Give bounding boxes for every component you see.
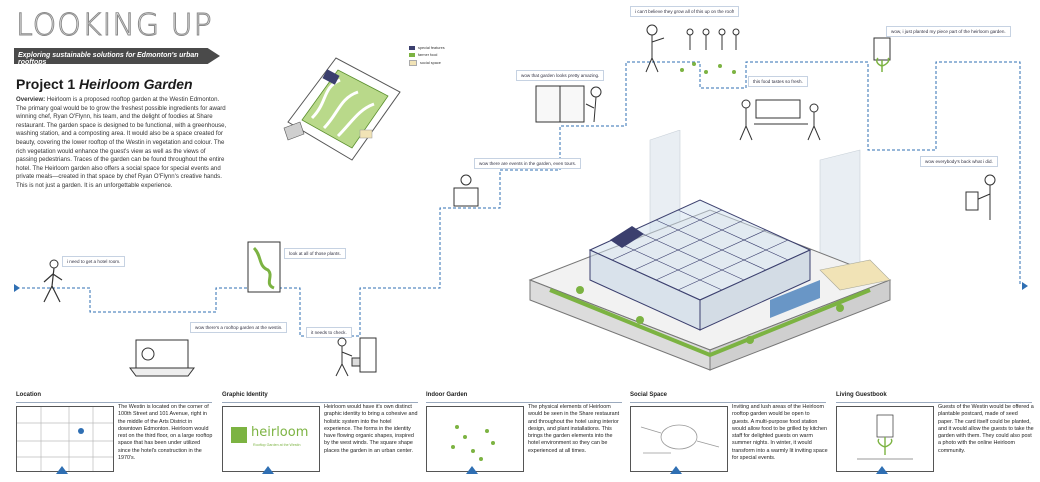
heirloom-logo-tagline: Rooftop Garden at the Westin xyxy=(253,443,301,447)
journey-bubble-9: wow, i just planted my piece part of the… xyxy=(886,26,1011,37)
planting-card-illustration xyxy=(873,37,891,72)
guestbook-marker-icon xyxy=(876,466,888,474)
section-text-indoor-garden: The physical elements of Heirloom would … xyxy=(528,404,620,454)
legend-swatch xyxy=(409,53,415,57)
project-label: Project 1 xyxy=(16,76,76,92)
indoor-garden-panel xyxy=(426,406,524,472)
rooftop-axonometric-illustration xyxy=(528,130,892,371)
journey-bubble-10: wow everybody's back what i did. xyxy=(920,156,998,167)
project-name: Heirloom Garden xyxy=(79,76,193,92)
journey-bubble-8: this food tastes so fresh. xyxy=(748,76,808,87)
overview-text: Heirloom is a proposed rooftop garden at… xyxy=(16,96,227,189)
brochure-reader-illustration xyxy=(453,174,479,207)
dining-table-illustration xyxy=(739,99,821,141)
hanging-plants-drawing xyxy=(451,425,495,461)
overview-paragraph: Overview: Heirloom is a proposed rooftop… xyxy=(16,96,228,191)
section-text-location: The Westin is located on the corner of 1… xyxy=(118,404,213,462)
legend-item: special features xyxy=(409,46,445,50)
greenhouse-window-illustration xyxy=(535,85,602,123)
journey-end-arrow-icon xyxy=(1022,282,1028,290)
journey-bubble-7: i can't believe they grow all of this up… xyxy=(630,6,740,17)
identity-logo-panel: heirloom Rooftop Garden at the Westin xyxy=(222,406,320,472)
heirloom-logo-mark-icon xyxy=(231,427,247,443)
social-space-marker-icon xyxy=(670,466,682,474)
project-heading: Project 1 Heirloom Garden xyxy=(16,76,193,92)
legend-label: farmer food xyxy=(418,53,438,57)
section-title-social-space: Social Space xyxy=(630,392,668,398)
indoor-garden-marker-icon xyxy=(466,466,478,474)
section-divider xyxy=(222,402,418,403)
location-marker-icon xyxy=(56,466,68,474)
social-space-panel xyxy=(630,406,728,472)
location-map xyxy=(16,406,114,472)
section-title-living-guestbook: Living Guestbook xyxy=(836,392,887,398)
section-title-graphic-identity: Graphic Identity xyxy=(222,392,268,398)
section-divider xyxy=(426,402,622,403)
walking-person-illustration xyxy=(43,259,63,303)
site-plan-legend: special features farmer food social spac… xyxy=(409,46,445,69)
legend-item: social space xyxy=(409,60,445,66)
page-title: LOOKING UP xyxy=(16,8,213,44)
journey-bubble-4: it needs to check. xyxy=(306,327,352,338)
living-guestbook-panel xyxy=(836,406,934,472)
heirloom-logo-word: heirloom xyxy=(251,425,309,440)
section-divider xyxy=(836,402,1032,403)
identity-marker-icon xyxy=(262,466,274,474)
journey-bubble-2: wow there's a rooftop garden at the west… xyxy=(190,322,288,333)
journey-path xyxy=(22,61,1021,337)
legend-item: farmer food xyxy=(409,53,445,57)
section-text-social-space: Inviting and lush areas of the Heirloom … xyxy=(732,404,828,462)
section-title-indoor-garden: Indoor Garden xyxy=(426,392,468,398)
garden-harvest-illustration xyxy=(645,24,740,74)
section-text-graphic-identity: Heirloom would have it's own distinct gr… xyxy=(324,404,418,454)
legend-swatch xyxy=(409,46,415,50)
journey-bubble-6: wow that garden looks pretty amazing. xyxy=(516,70,605,81)
journey-start-arrow-icon xyxy=(14,284,20,292)
section-divider xyxy=(16,402,212,403)
site-plan-drawing xyxy=(283,57,401,161)
legend-label: social space xyxy=(420,61,441,65)
laptop-illustration xyxy=(129,339,195,377)
phone-photo-illustration xyxy=(965,174,996,220)
legend-swatch xyxy=(409,60,417,66)
grill-utensils-drawing xyxy=(640,424,720,454)
overview-label: Overview: xyxy=(16,96,46,103)
journey-bubble-3: look at all of those plants. xyxy=(284,248,346,259)
subtitle-text: Exploring sustainable solutions for Edmo… xyxy=(18,52,199,66)
legend-label: special features xyxy=(418,46,445,50)
plant-wall-illustration xyxy=(247,241,281,293)
subtitle-banner: Exploring sustainable solutions for Edmo… xyxy=(14,48,220,64)
journey-bubble-5: wow there are events in the garden, even… xyxy=(474,158,582,169)
journey-bubble-1: i need to get a hotel room. xyxy=(62,256,126,267)
map-streets-drawing xyxy=(17,407,113,471)
section-text-living-guestbook: Guests of the Westin would be offered a … xyxy=(938,404,1034,454)
seed-postcard-drawing xyxy=(857,414,913,460)
location-pin-icon xyxy=(78,428,84,434)
section-title-location: Location xyxy=(16,392,41,398)
section-divider xyxy=(630,402,826,403)
hotel-checkin-illustration xyxy=(335,337,377,377)
